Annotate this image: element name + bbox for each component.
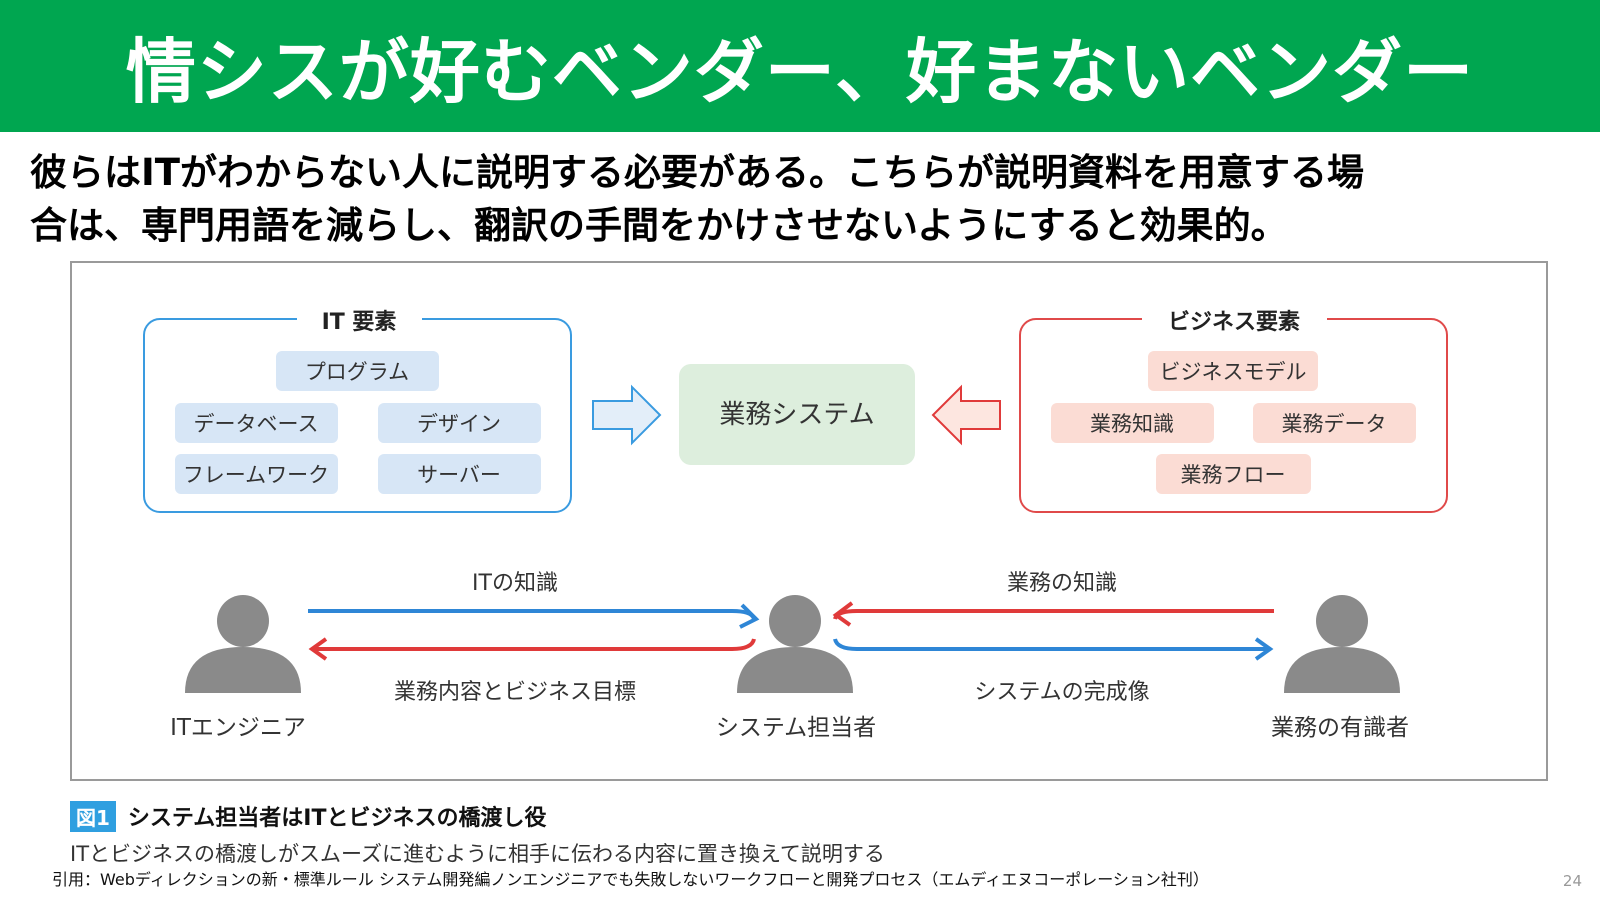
system-owner-person-icon [737,595,853,693]
citation: 引用：Webディレクションの新・標準ルール システム開発編ノンエンジニアでも失敗… [52,870,1209,889]
figure-description: ITとビジネスの橋渡しがスムーズに進むように相手に伝わる内容に置き換えて説明する [70,842,885,866]
flow-system-image-label: システムの完成像 [974,680,1149,705]
biz-item-flow: 業務フロー [1181,463,1286,487]
it-item-design-box [378,403,541,443]
person-it-engineer-label: ITエンジニア [170,715,306,741]
diagram-frame: IT 要素 プログラム データベース デザイン フレームワーク サーバー 業務シ… [70,261,1548,781]
it-engineer-person-icon [185,595,301,693]
it-item-program: プログラム [305,360,409,384]
flow-business-knowledge-label: 業務の知識 [1007,571,1117,596]
page-number: 24 [1562,872,1582,890]
it-item-server-box [378,454,541,494]
biz-item-model-box [1148,351,1318,391]
biz-item-knowledge: 業務知識 [1090,412,1174,436]
it-item-server: サーバー [417,463,501,487]
flow-system-image-arrow [833,637,1274,661]
flow-it-knowledge-arrow [308,603,760,629]
diagram-svg: IT 要素 プログラム データベース デザイン フレームワーク サーバー 業務シ… [143,303,1448,741]
biz-item-flow-box [1156,454,1311,494]
figure-caption-text: システム担当者はITとビジネスの橋渡し役 [127,806,547,831]
it-item-design: デザイン [417,412,501,436]
business-expert-person-icon [1284,595,1400,693]
slide-title: 情シスが好むベンダー、好まないベンダー [125,30,1475,113]
subtitle: 彼らはITがわからない人に説明する必要がある。こちらが説明資料を用意する場 合は… [30,146,1580,252]
business-group-label: ビジネス要素 [1168,309,1300,335]
it-to-system-arrow [592,384,662,446]
business-to-system-arrow [931,384,1001,446]
business-system-label: 業務システム [719,400,874,430]
it-item-framework: フレームワーク [183,463,329,487]
figure-number-badge: 図1 [70,800,116,832]
it-item-database: データベース [194,412,319,436]
business-system-box [679,364,915,465]
biz-item-knowledge-box [1051,403,1214,443]
it-item-program-box [276,351,439,391]
person-system-owner-label: システム担当者 [716,715,876,741]
biz-item-model: ビジネスモデル [1160,360,1307,384]
person-business-expert-label: 業務の有識者 [1271,715,1409,741]
flow-business-content-label: 業務内容とビジネス目標 [394,680,636,705]
figure-caption: 図1 システム担当者はITとビジネスの橋渡し役 [70,800,546,832]
biz-item-data-box [1253,403,1416,443]
subtitle-line-2: 合は、専門用語を減らし、翻訳の手間をかけさせないようにすると効果的。 [30,204,1288,247]
subtitle-line-1: 彼らはITがわからない人に説明する必要がある。こちらが説明資料を用意する場 [30,151,1365,194]
it-item-framework-box [175,454,338,494]
flow-business-content-arrow [308,637,756,661]
flow-it-knowledge-label: ITの知識 [472,571,558,596]
it-group-label: IT 要素 [322,309,397,335]
flow-business-knowledge-arrow [832,601,1274,627]
title-bar: 情シスが好むベンダー、好まないベンダー [0,0,1600,132]
biz-item-data: 業務データ [1282,412,1387,436]
it-item-database-box [175,403,338,443]
